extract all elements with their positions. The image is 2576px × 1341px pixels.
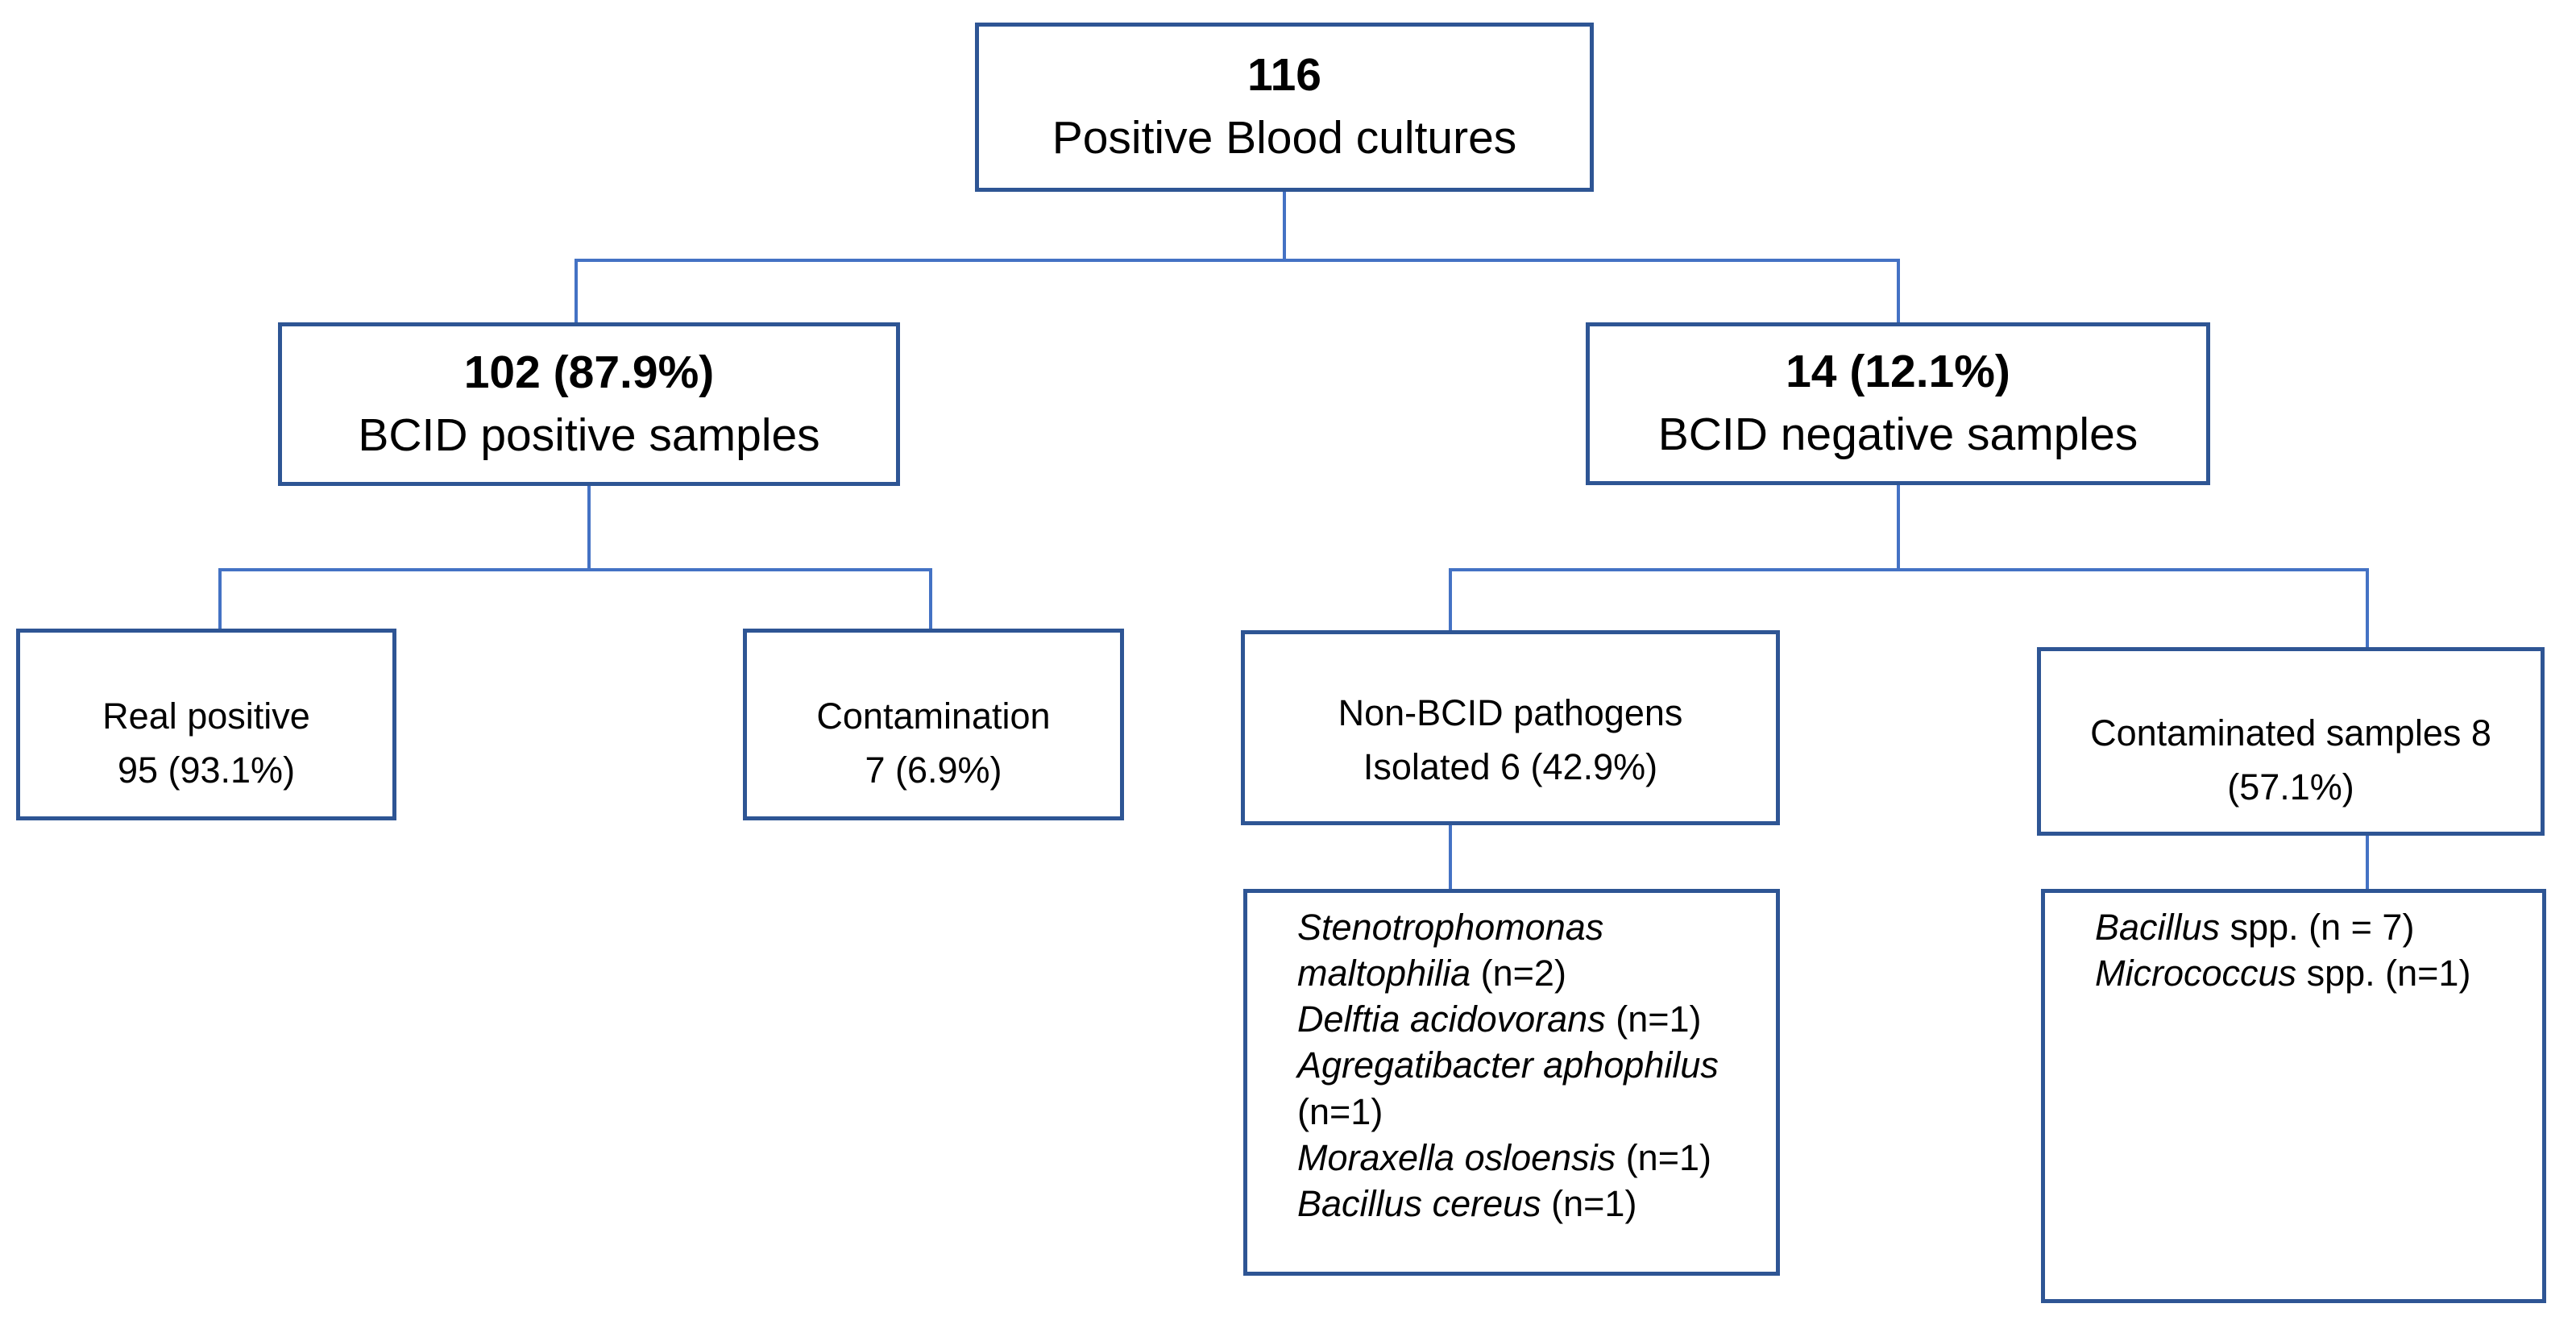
list-line: Stenotrophomonas xyxy=(1297,907,1604,948)
node-real-positive: Real positive 95 (93.1%) xyxy=(16,629,396,820)
connector-drop-bcid-negative xyxy=(1897,259,1900,322)
list-line: Bacillus spp. (n = 7) xyxy=(2095,907,2415,948)
node-contamination-label: Contamination xyxy=(816,695,1051,737)
connector-root-stem xyxy=(1283,192,1286,262)
connector-drop-contaminated-samples xyxy=(2366,568,2369,647)
connector-drop-real-positive xyxy=(218,568,222,629)
node-positive-blood-cultures: 116 Positive Blood cultures xyxy=(975,23,1594,192)
list-line: Micrococcus spp. (n=1) xyxy=(2095,953,2471,994)
node-positive-blood-cultures-value: 116 xyxy=(1247,49,1321,102)
list-line: Agregatibacter aphophilus xyxy=(1297,1044,1719,1086)
list-negative-contaminants: Bacillus spp. (n = 7) Micrococcus spp. (n… xyxy=(2041,889,2546,1303)
node-bcid-negative-value: 14 (12.1%) xyxy=(1786,346,2010,398)
node-contaminated-samples-label: Contaminated samples 8 xyxy=(2090,712,2491,754)
list-line: Bacillus cereus (n=1) xyxy=(1297,1182,1637,1224)
node-non-bcid-pathogens-label: Non-BCID pathogens xyxy=(1338,691,1683,733)
node-bcid-negative-label: BCID negative samples xyxy=(1657,409,2138,460)
list-line: Delftia acidovorans (n=1) xyxy=(1297,998,1702,1040)
connector-level2-horizontal xyxy=(575,259,1900,262)
list-non-bcid-organisms: Stenotrophomonas maltophilia (n=2)Delftia… xyxy=(1243,889,1780,1276)
connector-bcid-positive-stem xyxy=(587,486,591,571)
node-contamination: Contamination 7 (6.9%) xyxy=(743,629,1124,820)
list-line: Moraxella osloensis (n=1) xyxy=(1297,1136,1711,1178)
list-line: maltophilia (n=2) xyxy=(1297,953,1566,994)
node-real-positive-value: 95 (93.1%) xyxy=(117,749,296,791)
connector-negative-children-horizontal xyxy=(1449,568,2369,571)
connector-non-bcid-to-organisms xyxy=(1449,825,1452,889)
connector-positive-children-horizontal xyxy=(218,568,932,571)
list-line: (n=1) xyxy=(1297,1090,1383,1132)
node-contamination-value: 7 (6.9%) xyxy=(865,749,1002,791)
connector-bcid-negative-stem xyxy=(1897,485,1900,571)
node-positive-blood-cultures-label: Positive Blood cultures xyxy=(1052,112,1517,164)
node-contaminated-samples-value: (57.1%) xyxy=(2227,766,2354,808)
connector-drop-non-bcid xyxy=(1449,568,1452,630)
node-non-bcid-pathogens-value: Isolated 6 (42.9%) xyxy=(1363,746,1658,787)
node-real-positive-label: Real positive xyxy=(102,695,310,737)
connector-drop-bcid-positive xyxy=(575,259,578,322)
node-non-bcid-pathogens: Non-BCID pathogens Isolated 6 (42.9%) xyxy=(1241,630,1780,825)
node-contaminated-samples: Contaminated samples 8 (57.1%) xyxy=(2037,647,2545,836)
connector-contaminated-to-list xyxy=(2366,836,2369,889)
connector-drop-contamination xyxy=(929,568,932,629)
node-bcid-negative: 14 (12.1%) BCID negative samples xyxy=(1586,322,2210,485)
node-bcid-positive-label: BCID positive samples xyxy=(358,409,820,461)
node-bcid-positive: 102 (87.9%) BCID positive samples xyxy=(278,322,900,486)
node-bcid-positive-value: 102 (87.9%) xyxy=(463,346,715,398)
